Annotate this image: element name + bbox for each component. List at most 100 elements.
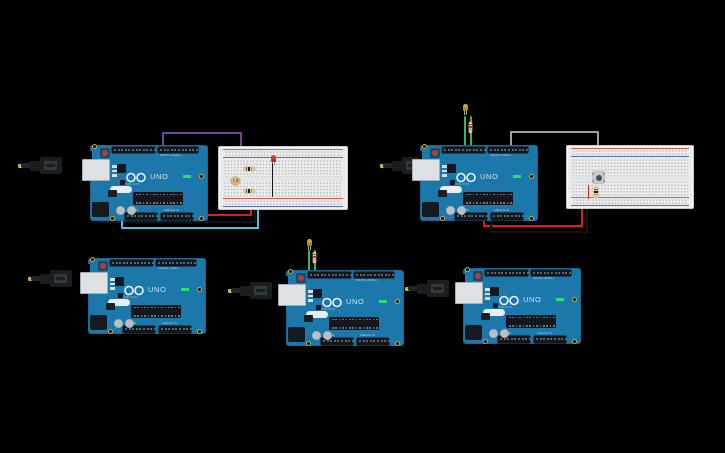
arduino-uno-board-4[interactable]: DIGITAL (PWM~) POWER ANALOG IN UNO ARDUI…	[278, 269, 404, 346]
resistor-upper[interactable]	[244, 167, 255, 171]
arduino-uno-board-2[interactable]: DIGITAL (PWM~) POWER ANALOG IN UNO ARDUI…	[412, 144, 538, 221]
analog-header[interactable]	[357, 338, 390, 345]
rail-holes[interactable]	[225, 151, 341, 156]
circuit-arduino-standalone-right[interactable]: DIGITAL (PWM~) POWER ANALOG IN UNO ARDUI…	[405, 258, 595, 348]
barrel-power-jack[interactable]	[465, 325, 482, 340]
arduino-uno-board-3[interactable]: DIGITAL (PWM~) POWER ANALOG IN UNO ARDUI…	[80, 257, 206, 334]
resistor-lower[interactable]	[244, 189, 255, 193]
usb-cable-4[interactable]	[228, 282, 274, 300]
rail-holes-2[interactable]	[573, 199, 687, 204]
breadboard-2[interactable]	[566, 145, 694, 209]
reset-button[interactable]	[296, 273, 306, 283]
digital-header-low[interactable]	[112, 146, 156, 153]
power-header[interactable]	[455, 213, 488, 220]
wire-cyan-harness[interactable]	[121, 227, 259, 230]
digital-header-high[interactable]	[158, 146, 198, 153]
usb-cable-5[interactable]	[405, 280, 451, 298]
wire-red-on-breadboard[interactable]	[588, 185, 590, 199]
rail-holes-2[interactable]	[225, 200, 341, 205]
power-header[interactable]	[498, 336, 531, 343]
barrel-power-jack[interactable]	[90, 315, 107, 330]
barrel-power-jack[interactable]	[92, 202, 109, 217]
reset-button[interactable]	[100, 148, 110, 158]
digital-header-low[interactable]	[308, 271, 352, 278]
digital-header-low[interactable]	[442, 146, 486, 153]
breadboard-bottom-rail[interactable]	[223, 198, 343, 207]
wire-black-harness[interactable]	[100, 221, 256, 224]
usb-plug-body[interactable]	[40, 157, 62, 174]
wire-purple-horizontal[interactable]	[162, 132, 242, 135]
usb-cable-3[interactable]	[28, 270, 74, 288]
usb-b-port[interactable]	[278, 284, 306, 306]
analog-header[interactable]	[161, 213, 194, 220]
wire-black-to-breadboard[interactable]	[586, 206, 589, 233]
led-bulb	[271, 155, 276, 162]
wire-gray-from-board[interactable]	[510, 131, 513, 151]
power-header[interactable]	[125, 213, 158, 220]
led-anode-leg	[464, 111, 465, 115]
usb-plug-body[interactable]	[427, 280, 449, 297]
led-resistor-circuit4[interactable]	[312, 252, 317, 263]
rail-holes[interactable]	[573, 150, 687, 155]
reset-button[interactable]	[98, 261, 108, 271]
wire-cyan-to-breadboard[interactable]	[257, 198, 260, 229]
usb-b-port[interactable]	[80, 272, 108, 294]
wire-black-from-board[interactable]	[490, 210, 493, 233]
power-header[interactable]	[123, 326, 156, 333]
breadboard-center-gutter	[223, 176, 343, 181]
wire-green-left[interactable]	[464, 116, 467, 148]
voltage-regulator	[438, 190, 447, 197]
circuit-arduino-standalone-left[interactable]: DIGITAL (PWM~) POWER ANALOG IN UNO ARDUI…	[28, 248, 218, 338]
digital-header-high[interactable]	[531, 269, 571, 276]
usb-b-port[interactable]	[82, 159, 110, 181]
breadboard-upper-field[interactable]	[224, 160, 342, 175]
arduino-uno-board-1[interactable]: DIGITAL (PWM~) POWER ANALOG IN UNO ARDUI…	[82, 144, 208, 221]
led-resistor-circuit2[interactable]	[468, 122, 473, 133]
analog-header[interactable]	[159, 326, 192, 333]
circuit-arduino-breadboard-ldr-led[interactable]: DIGITAL (PWM~) POWER ANALOG IN UNO ARDUI…	[18, 128, 348, 243]
wire-green-left-c4[interactable]	[308, 250, 311, 272]
power-header[interactable]	[321, 338, 354, 345]
circuit-arduino-led-direct[interactable]: DIGITAL (PWM~) POWER ANALOG IN UNO ARDUI…	[228, 238, 418, 348]
digital-header-high[interactable]	[488, 146, 528, 153]
wire-red-to-breadboard[interactable]	[581, 206, 584, 227]
analog-header[interactable]	[534, 336, 567, 343]
yellow-led-circuit2[interactable]	[463, 104, 468, 115]
breadboard2-upper-field[interactable]	[572, 159, 688, 174]
wire-gray-horizontal[interactable]	[510, 131, 599, 134]
breadboard2-lower-field[interactable]	[572, 181, 688, 196]
usb-plug-body[interactable]	[250, 282, 272, 299]
reset-button[interactable]	[473, 271, 483, 281]
digital-header-high[interactable]	[156, 259, 196, 266]
brand-label: ARDUINO	[121, 295, 138, 299]
silkscreen-oval	[108, 299, 130, 306]
arduino-uno-board-5[interactable]: DIGITAL (PWM~) POWER ANALOG IN UNO ARDUI…	[455, 267, 581, 344]
circuit-arduino-breadboard-pushbutton[interactable]: DIGITAL (PWM~) POWER ANALOG IN UNO ARDUI…	[380, 100, 720, 245]
digital-header-low[interactable]	[485, 269, 529, 276]
yellow-led-circuit4[interactable]	[307, 239, 312, 250]
breadboard-lower-field[interactable]	[224, 182, 342, 197]
analog-header-label: ANALOG IN	[162, 322, 178, 325]
pushbutton-switch[interactable]	[591, 172, 606, 183]
barrel-power-jack[interactable]	[422, 202, 439, 217]
usb-b-port[interactable]	[412, 159, 440, 181]
wire-black-harness[interactable]	[490, 231, 588, 234]
wire-black-to-breadboard[interactable]	[254, 198, 257, 223]
usb-cable-1[interactable]	[18, 157, 64, 175]
usb-plug-body[interactable]	[50, 270, 72, 287]
analog-header[interactable]	[491, 213, 524, 220]
photoresistor-ldr[interactable]	[231, 177, 240, 185]
breadboard-1[interactable]	[218, 146, 348, 210]
digital-header-low[interactable]	[110, 259, 154, 266]
wire-black-on-breadboard[interactable]	[272, 163, 274, 197]
breadboard-top-rail[interactable]	[223, 149, 343, 158]
reset-button[interactable]	[430, 148, 440, 158]
pulldown-resistor[interactable]	[594, 187, 598, 198]
breadboard2-bottom-rail[interactable]	[571, 197, 689, 206]
barrel-power-jack[interactable]	[288, 327, 305, 342]
breadboard2-top-rail[interactable]	[571, 148, 689, 157]
wire-red-harness[interactable]	[483, 225, 583, 228]
digital-header-high[interactable]	[354, 271, 394, 278]
usb-b-port[interactable]	[455, 282, 483, 304]
